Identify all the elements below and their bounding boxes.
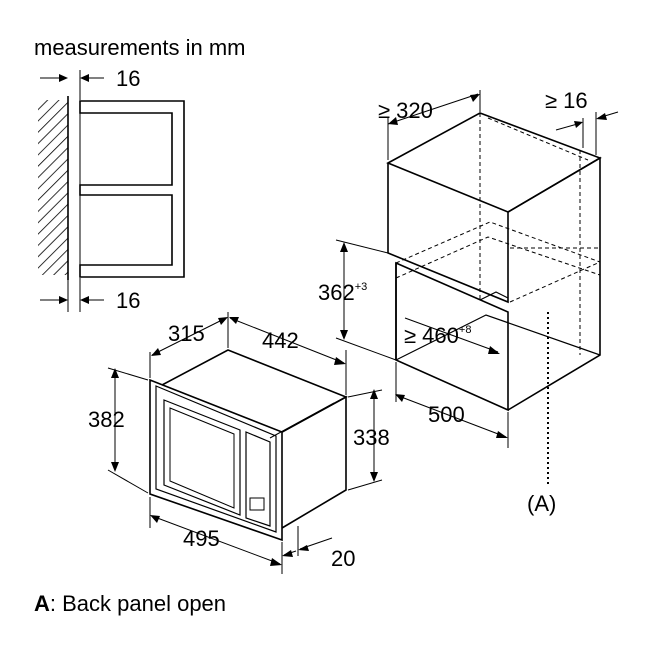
depth-dim-line bbox=[404, 317, 499, 353]
side-gap-arrow-left bbox=[574, 121, 583, 128]
measurements-title: measurements in mm bbox=[34, 35, 246, 60]
cabinet-depth-label: ≥ 460+8 bbox=[404, 323, 471, 348]
microwave-front-frame bbox=[149, 378, 283, 542]
mw-height-arrow-top bbox=[111, 368, 119, 378]
side-view-unit bbox=[79, 100, 185, 278]
depth-arrow-right bbox=[488, 346, 500, 354]
cabinet-view: (A) ≥ 320 ≥ 16 362+3 ≥ 460+8 500 bbox=[318, 88, 619, 516]
cabinet-right-side bbox=[507, 156, 601, 411]
cabinet-side-gap-label: ≥ 16 bbox=[545, 88, 588, 113]
mw-front-width-arrow-right bbox=[270, 558, 282, 566]
mw-frame-arrow-right bbox=[298, 545, 309, 551]
height-arrow-top bbox=[340, 242, 348, 252]
height-arrow-bottom bbox=[340, 330, 348, 340]
mw-depth-arrow-right bbox=[218, 317, 228, 325]
bottom-gap-arrow-right bbox=[80, 296, 89, 304]
top-gap-arrow-left bbox=[59, 74, 68, 82]
microwave-door bbox=[163, 399, 241, 516]
mw-side-height-arrow-bottom bbox=[370, 472, 378, 482]
mw-front-width-dim-line bbox=[151, 515, 281, 565]
footer-key: A bbox=[34, 591, 50, 616]
cabinet-height-tolerance: +3 bbox=[355, 281, 368, 293]
hidden-top-inner bbox=[487, 117, 589, 161]
top-gap-label: 16 bbox=[116, 66, 140, 91]
mw-height-arrow-bottom bbox=[111, 462, 119, 472]
microwave-frame-top-edge bbox=[269, 402, 335, 439]
cabinet-depth-tolerance: +8 bbox=[459, 324, 472, 336]
cabinet-niche-back bbox=[479, 291, 509, 301]
microwave-side-height-label: 338 bbox=[353, 425, 390, 450]
width-dim-line bbox=[387, 93, 479, 125]
mw-frame-arrow-left bbox=[282, 550, 293, 557]
mw-width-dim-line bbox=[229, 317, 345, 364]
cabinet-height-label: 362+3 bbox=[318, 280, 367, 305]
mw-height-ext-bottom bbox=[107, 469, 149, 494]
bottom-gap-label: 16 bbox=[116, 288, 140, 313]
microwave-control-panel bbox=[245, 431, 271, 527]
microwave-front-width-label: 495 bbox=[183, 526, 220, 551]
niche-depth-arrow-left bbox=[395, 394, 405, 402]
cabinet-upper-front bbox=[387, 163, 509, 304]
side-view: 16 16 bbox=[38, 66, 185, 313]
microwave-frame-label: 20 bbox=[331, 546, 355, 571]
bottom-gap-arrow-left bbox=[59, 296, 68, 304]
top-gap-arrow-right bbox=[80, 74, 89, 82]
microwave-window bbox=[169, 407, 235, 509]
wall-hatch bbox=[38, 100, 68, 275]
height-ext-bottom bbox=[335, 337, 397, 361]
hidden-shelf-diag bbox=[509, 261, 601, 303]
cabinet-top bbox=[386, 112, 602, 213]
mw-width-arrow-right bbox=[334, 357, 346, 365]
mw-side-height-ext-top bbox=[347, 389, 383, 398]
niche-depth-dim-line bbox=[395, 394, 507, 438]
cabinet-width-label: ≥ 320 bbox=[378, 98, 433, 123]
mw-side-height-arrow-top bbox=[370, 389, 378, 399]
hidden-niche-top bbox=[395, 221, 601, 264]
microwave-side bbox=[281, 395, 347, 529]
height-ext-top bbox=[335, 239, 389, 254]
microwave-view: 315 442 382 338 495 20 bbox=[88, 312, 390, 574]
niche-depth-label: 500 bbox=[428, 402, 465, 427]
side-gap-arrow-right bbox=[596, 113, 607, 120]
mw-depth-arrow-left bbox=[151, 348, 161, 356]
microwave-display bbox=[249, 497, 265, 511]
microwave-depth-label: 315 bbox=[168, 321, 205, 346]
mw-front-width-arrow-left bbox=[150, 515, 160, 523]
hidden-niche-top-2 bbox=[395, 236, 601, 279]
cabinet-niche-floor bbox=[395, 314, 601, 361]
microwave-top bbox=[161, 349, 348, 433]
mw-width-arrow-left bbox=[229, 317, 239, 324]
microwave-front-height-label: 382 bbox=[88, 407, 125, 432]
niche-depth-arrow-right bbox=[496, 431, 508, 438]
microwave-top-width-label: 442 bbox=[262, 328, 299, 353]
width-arrow-right bbox=[470, 94, 480, 102]
microwave-front-inner bbox=[155, 385, 277, 533]
footer-note: A: Back panel open bbox=[34, 591, 226, 616]
mw-side-height-ext-bottom bbox=[347, 479, 383, 491]
marker-a-label: (A) bbox=[527, 491, 556, 516]
width-arrow-left bbox=[388, 117, 398, 125]
footer-text: : Back panel open bbox=[50, 591, 226, 616]
mw-depth-dim-line bbox=[151, 317, 227, 356]
